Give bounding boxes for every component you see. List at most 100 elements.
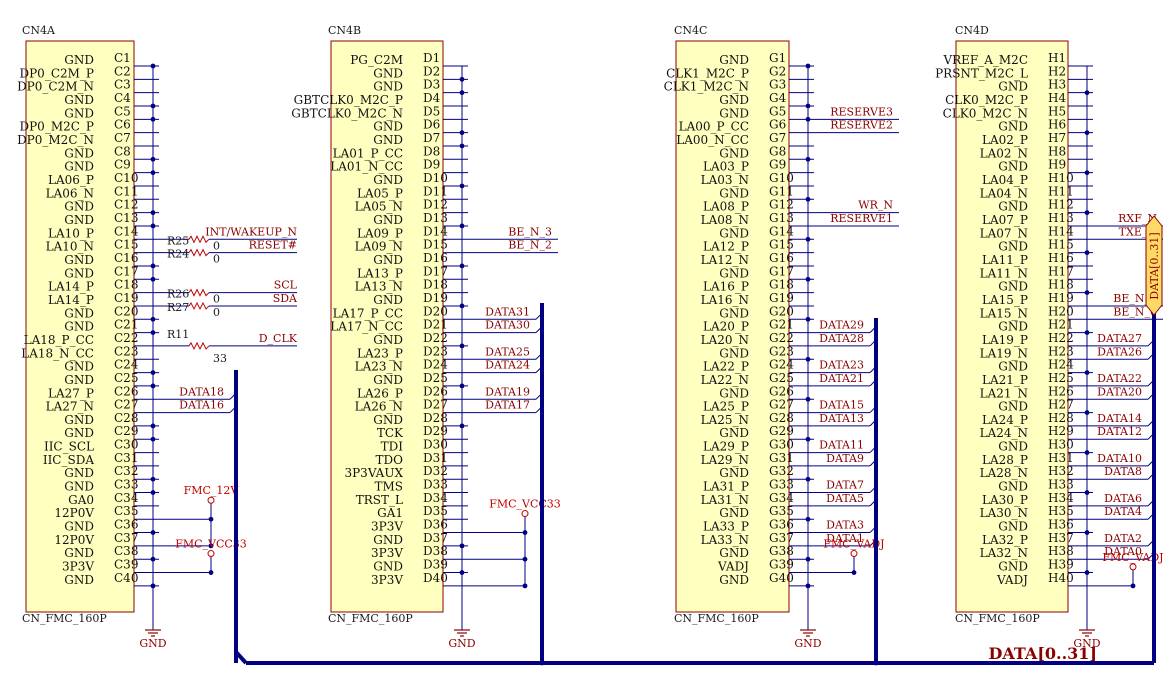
pin-name: GND [719,386,749,400]
net-label: SCL [274,279,298,292]
pin-name: LA21_N [980,386,1028,400]
pin-number: H35 [1048,504,1074,518]
net-label: DATA19 [485,385,530,398]
pin-number: G33 [769,478,794,492]
net-label: BE_N_2 [508,239,552,252]
pin-name: GND [373,133,403,147]
data-bus [234,650,248,665]
net-label: DATA20 [1097,385,1142,398]
resistor-value: 0 [213,293,220,306]
connector-part: CN_FMC_160P [674,612,759,625]
net-label: DATA9 [826,452,864,465]
pin-name: GND [719,106,749,120]
pin-name: 3P3V [371,546,403,560]
pin-name: LA28_N [980,466,1028,480]
pin-number: H1 [1048,51,1066,65]
power-port-symbol [207,550,215,558]
pin-number: C8 [114,144,131,158]
net-label: SDA [273,292,298,305]
pin-number: C21 [114,318,138,332]
pin-name: GND [719,506,749,520]
resistor-ref: R11 [167,328,189,341]
pin-name: LA33_N [701,533,749,547]
pin-name: GND [998,160,1028,174]
pin-name: LA24_P [982,413,1028,427]
pin-number: D7 [423,131,440,145]
pin-name: 12P0V [54,533,94,547]
net-label: DATA3 [826,519,864,532]
pin-number: H17 [1048,264,1074,278]
connector-d [955,40,1069,613]
pin-number: G18 [769,278,794,292]
pin-number: C11 [114,184,138,198]
pin-number: G23 [769,344,794,358]
pin-number: G27 [769,398,794,412]
pin-name: IIC_SCL [44,440,94,454]
power-label: FMC_VADJ [823,538,884,551]
pin-name: GND [373,120,403,134]
pin-number: C26 [114,384,138,398]
pin-name: LA21_P [982,373,1028,387]
pin-number: H9 [1048,158,1066,172]
pin-name: GBTCLK0_M2C_N [291,106,403,120]
pin-number: H11 [1048,184,1074,198]
pin-number: C35 [114,504,138,518]
pin-number: G17 [769,264,794,278]
pin-name: LA18_P_CC [24,333,94,347]
pin-number: C19 [114,291,138,305]
pin-name: GND [998,440,1028,454]
pin-name: GND [719,146,749,160]
net-label: DATA24 [485,359,530,372]
pin-name: GND [373,333,403,347]
resistor-value: 0 [213,306,220,319]
pin-number: H38 [1048,544,1074,558]
gnd-label: GND [1073,637,1100,650]
pin-name: GND [64,213,94,227]
pin-number: G4 [769,91,787,105]
pin-number: G40 [769,571,794,585]
pin-name: VADJ [717,560,749,574]
pin-name: LA07_P [982,213,1028,227]
pin-name: LA27_P [48,386,94,400]
pin-number: D27 [423,398,448,412]
pin-name: LA03_N [701,173,749,187]
net-label: DATA10 [1097,452,1142,465]
pin-name: GND [373,560,403,574]
pin-name: GND [998,480,1028,494]
pin-number: C7 [114,131,131,145]
pin-name: LA01_P_CC [333,146,403,160]
connector-ref: CN4D [955,24,989,37]
pin-number: D9 [423,158,440,172]
pin-number: H6 [1048,118,1066,132]
pin-name: LA30_N [980,506,1028,520]
pin-number: D24 [423,358,448,372]
pin-name: GND [719,266,749,280]
pin-number: H19 [1048,291,1074,305]
pin-name: LA27_N [46,400,94,414]
pin-name: PG_C2M [350,53,403,67]
connector-part: CN_FMC_160P [22,612,107,625]
pin-name: LA04_N [980,186,1028,200]
pin-number: C32 [114,464,138,478]
pin-name: GND [64,546,94,560]
pin-name: CLK1_M2C_N [664,80,749,94]
pin-number: D13 [423,211,448,225]
pin-number: D33 [423,478,448,492]
pin-number: H22 [1048,331,1074,345]
pin-name: GND [373,213,403,227]
net-label: DATA29 [819,319,864,332]
pin-number: G10 [769,171,794,185]
pin-number: G19 [769,291,794,305]
pin-number: G38 [769,544,794,558]
pin-name: LA12_P [703,240,749,254]
net-label: RESERVE1 [830,212,893,225]
connector-body [675,40,790,613]
pin-number: D14 [423,224,448,238]
pin-name: GND [998,120,1028,134]
pin-number: G15 [769,238,794,252]
gnd-label: GND [448,637,475,650]
net-label: DATA25 [485,345,530,358]
pin-name: IIC_SDA [43,453,95,467]
pin-number: C39 [114,558,138,572]
